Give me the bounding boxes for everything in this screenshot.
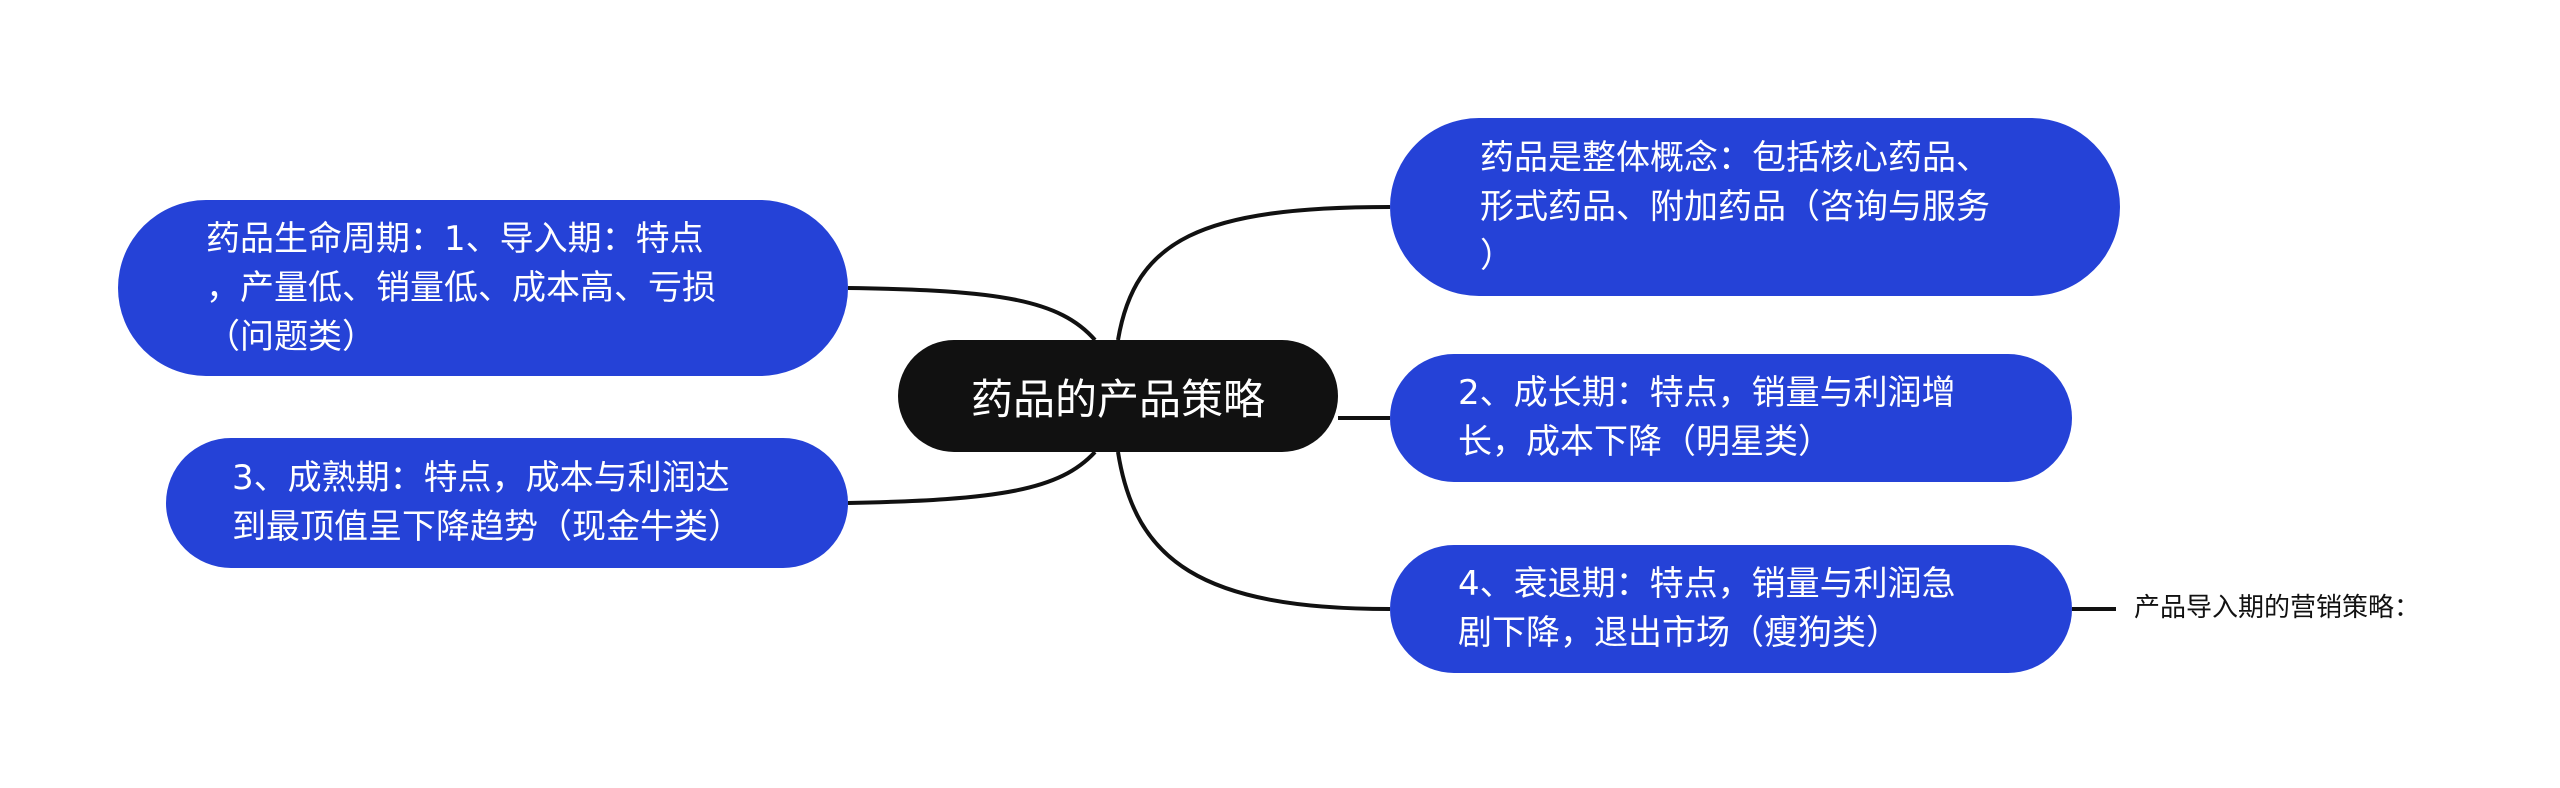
topic-line: 药品生命周期：1、导入期：特点 xyxy=(206,218,704,259)
topic-line: 剧下降，退出市场（瘦狗类） xyxy=(1458,613,1900,653)
subtopic-intro-strategy[interactable]: 产品导入期的营销策略： xyxy=(2134,593,2421,623)
connector-root-decline xyxy=(1116,451,1391,611)
topic-lifecycle[interactable]: 药品生命周期：1、导入期：特点 ，产量低、销量低、成本高、亏损 （问题类） xyxy=(118,200,848,376)
topic-decline-text: 4、衰退期：特点，销量与利润急 剧下降，退出市场（瘦狗类） xyxy=(1458,560,1956,658)
topic-growth-text: 2、成长期：特点，销量与利润增 长，成本下降（明星类） xyxy=(1458,369,1956,467)
topic-line: 4、衰退期：特点，销量与利润急 xyxy=(1458,564,1956,604)
topic-lifecycle-text: 药品生命周期：1、导入期：特点 ，产量低、销量低、成本高、亏损 （问题类） xyxy=(206,215,716,362)
topic-line: 药品是整体概念：包括核心药品、 xyxy=(1480,137,1990,178)
connector-root-maturity xyxy=(847,450,1097,505)
topic-line: 3、成熟期：特点，成本与利润达 xyxy=(232,458,730,498)
topic-maturity[interactable]: 3、成熟期：特点，成本与利润达 到最顶值呈下降趋势（现金牛类） xyxy=(166,438,848,568)
topic-decline[interactable]: 4、衰退期：特点，销量与利润急 剧下降，退出市场（瘦狗类） xyxy=(1390,545,2072,673)
connector-root-lifecycle xyxy=(847,286,1097,342)
topic-maturity-text: 3、成熟期：特点，成本与利润达 到最顶值呈下降趋势（现金牛类） xyxy=(232,454,742,552)
topic-line: 长，成本下降（明星类） xyxy=(1458,422,1832,462)
topic-line: 形式药品、附加药品（咨询与服务 xyxy=(1480,186,1990,227)
root-topic[interactable]: 药品的产品策略 xyxy=(898,340,1338,452)
topic-line: ） xyxy=(1480,235,1514,276)
connector-root-product-concept xyxy=(1116,205,1391,341)
topic-line: 到最顶值呈下降趋势（现金牛类） xyxy=(232,507,742,547)
topic-line: 2、成长期：特点，销量与利润增 xyxy=(1458,373,1956,413)
topic-line: ，产量低、销量低、成本高、亏损 xyxy=(206,267,716,308)
root-topic-label: 药品的产品策略 xyxy=(970,374,1265,424)
topic-product-concept-text: 药品是整体概念：包括核心药品、 形式药品、附加药品（咨询与服务 ） xyxy=(1480,134,1990,281)
topic-line: （问题类） xyxy=(206,316,376,357)
topic-growth[interactable]: 2、成长期：特点，销量与利润增 长，成本下降（明星类） xyxy=(1390,354,2072,482)
topic-product-concept[interactable]: 药品是整体概念：包括核心药品、 形式药品、附加药品（咨询与服务 ） xyxy=(1390,118,2120,296)
